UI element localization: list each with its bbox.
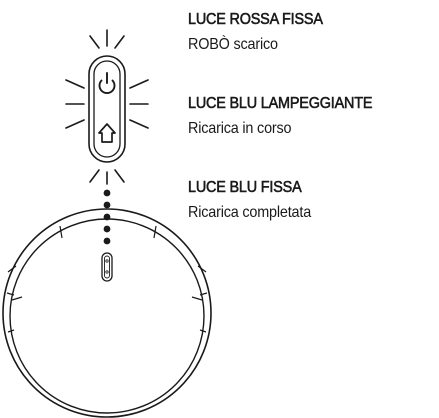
side-brush-right (191, 265, 207, 301)
home-icon (98, 123, 116, 143)
legend-description: Ricarica in corso (188, 120, 292, 137)
legend-title: LUCE BLU LAMPEGGIANTE (188, 95, 373, 113)
leader-dot (103, 189, 111, 197)
light-ray (65, 119, 85, 129)
button-module-outer (88, 55, 126, 163)
legend-title: LUCE ROSSA FISSA (188, 11, 323, 29)
light-ray (114, 35, 125, 49)
robot-panel-inner (104, 255, 110, 279)
robot-panel-outer (101, 252, 113, 282)
power-icon (98, 72, 116, 95)
light-ray (114, 169, 125, 183)
leader-dots (103, 189, 111, 245)
light-rays (65, 29, 149, 185)
legend-title: LUCE BLU FISSA (188, 179, 302, 197)
bumper-seam-left (6, 292, 15, 333)
legend-item-blue-blinking: LUCE BLU LAMPEGGIANTE Ricarica in corso (188, 94, 393, 139)
legend-description: ROBÒ scarico (188, 36, 278, 53)
robot-panel-dot-bottom (105, 270, 109, 274)
light-ray (89, 35, 100, 49)
robot-inner-rim (9, 218, 205, 414)
leader-dot (103, 213, 111, 221)
light-ray (129, 119, 149, 129)
side-brush-left (7, 265, 23, 301)
bumper-seam-right (199, 292, 208, 333)
legend-item-red-steady: LUCE ROSSA FISSA ROBÒ scarico (188, 10, 338, 55)
button-module-inner (93, 60, 121, 158)
robot-panel-dot-top (105, 259, 109, 263)
light-ray (65, 79, 85, 89)
legend-item-blue-steady: LUCE BLU FISSA Ricarica completata (188, 178, 325, 223)
robot-button-panel (101, 252, 113, 282)
legend-description: Ricarica completata (188, 204, 312, 221)
leader-dot (103, 225, 111, 233)
button-module (88, 55, 126, 163)
light-ray (89, 169, 100, 183)
leader-dot (103, 201, 111, 209)
robot-outer-rim (2, 208, 212, 418)
leader-dot (103, 237, 111, 245)
rim-mark-left (59, 225, 63, 239)
rim-mark-right (153, 225, 157, 239)
light-ray (129, 79, 149, 89)
